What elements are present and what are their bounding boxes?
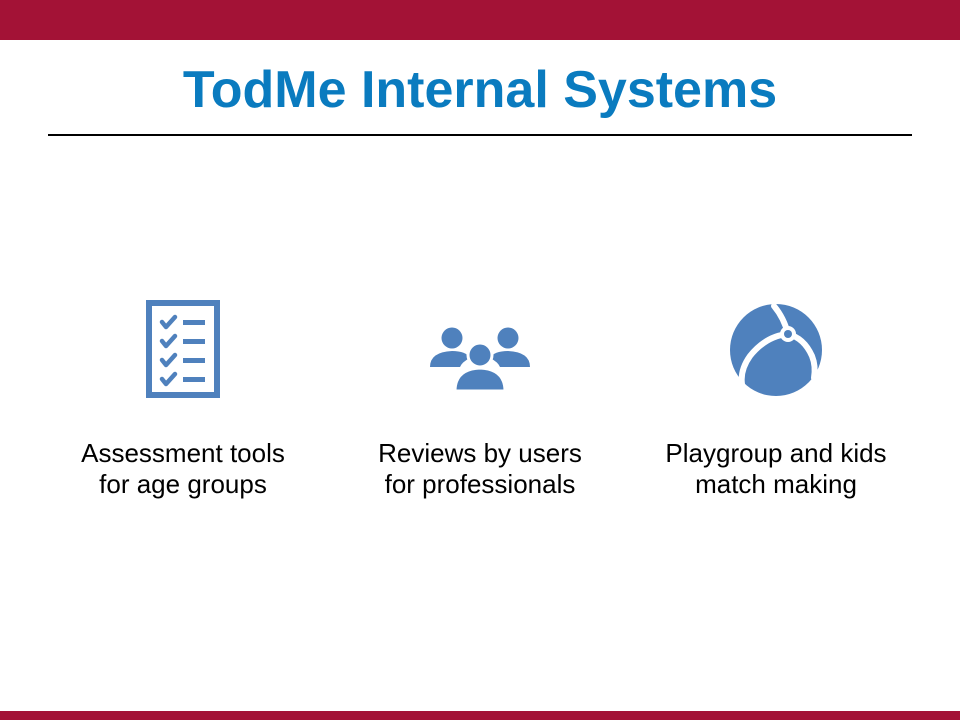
feature-assessment-tools: Assessment tools for age groups (33, 290, 333, 530)
title-divider (48, 134, 912, 136)
feature-label-line-2: for age groups (99, 469, 267, 499)
beach-ball-icon (730, 303, 822, 396)
feature-playgroup-matching: Playgroup and kids match making (626, 290, 926, 530)
checklist-icon (146, 300, 220, 398)
feature-label-line-1: Playgroup and kids (665, 438, 887, 468)
top-accent-bar (0, 0, 960, 40)
feature-label-line-2: match making (695, 469, 857, 499)
slide-title: TodMe Internal Systems (182, 61, 778, 119)
people-group-icon (430, 327, 530, 393)
feature-label-line-2: for professionals (384, 469, 576, 499)
feature-label: Playgroup and kids match making (626, 438, 926, 500)
feature-label: Assessment tools for age groups (33, 438, 333, 500)
feature-label: Reviews by users for professionals (330, 438, 630, 500)
feature-user-reviews: Reviews by users for professionals (330, 290, 630, 530)
feature-label-line-1: Assessment tools (81, 438, 285, 468)
bottom-accent-bar (0, 711, 960, 720)
feature-label-line-1: Reviews by users (378, 438, 582, 468)
